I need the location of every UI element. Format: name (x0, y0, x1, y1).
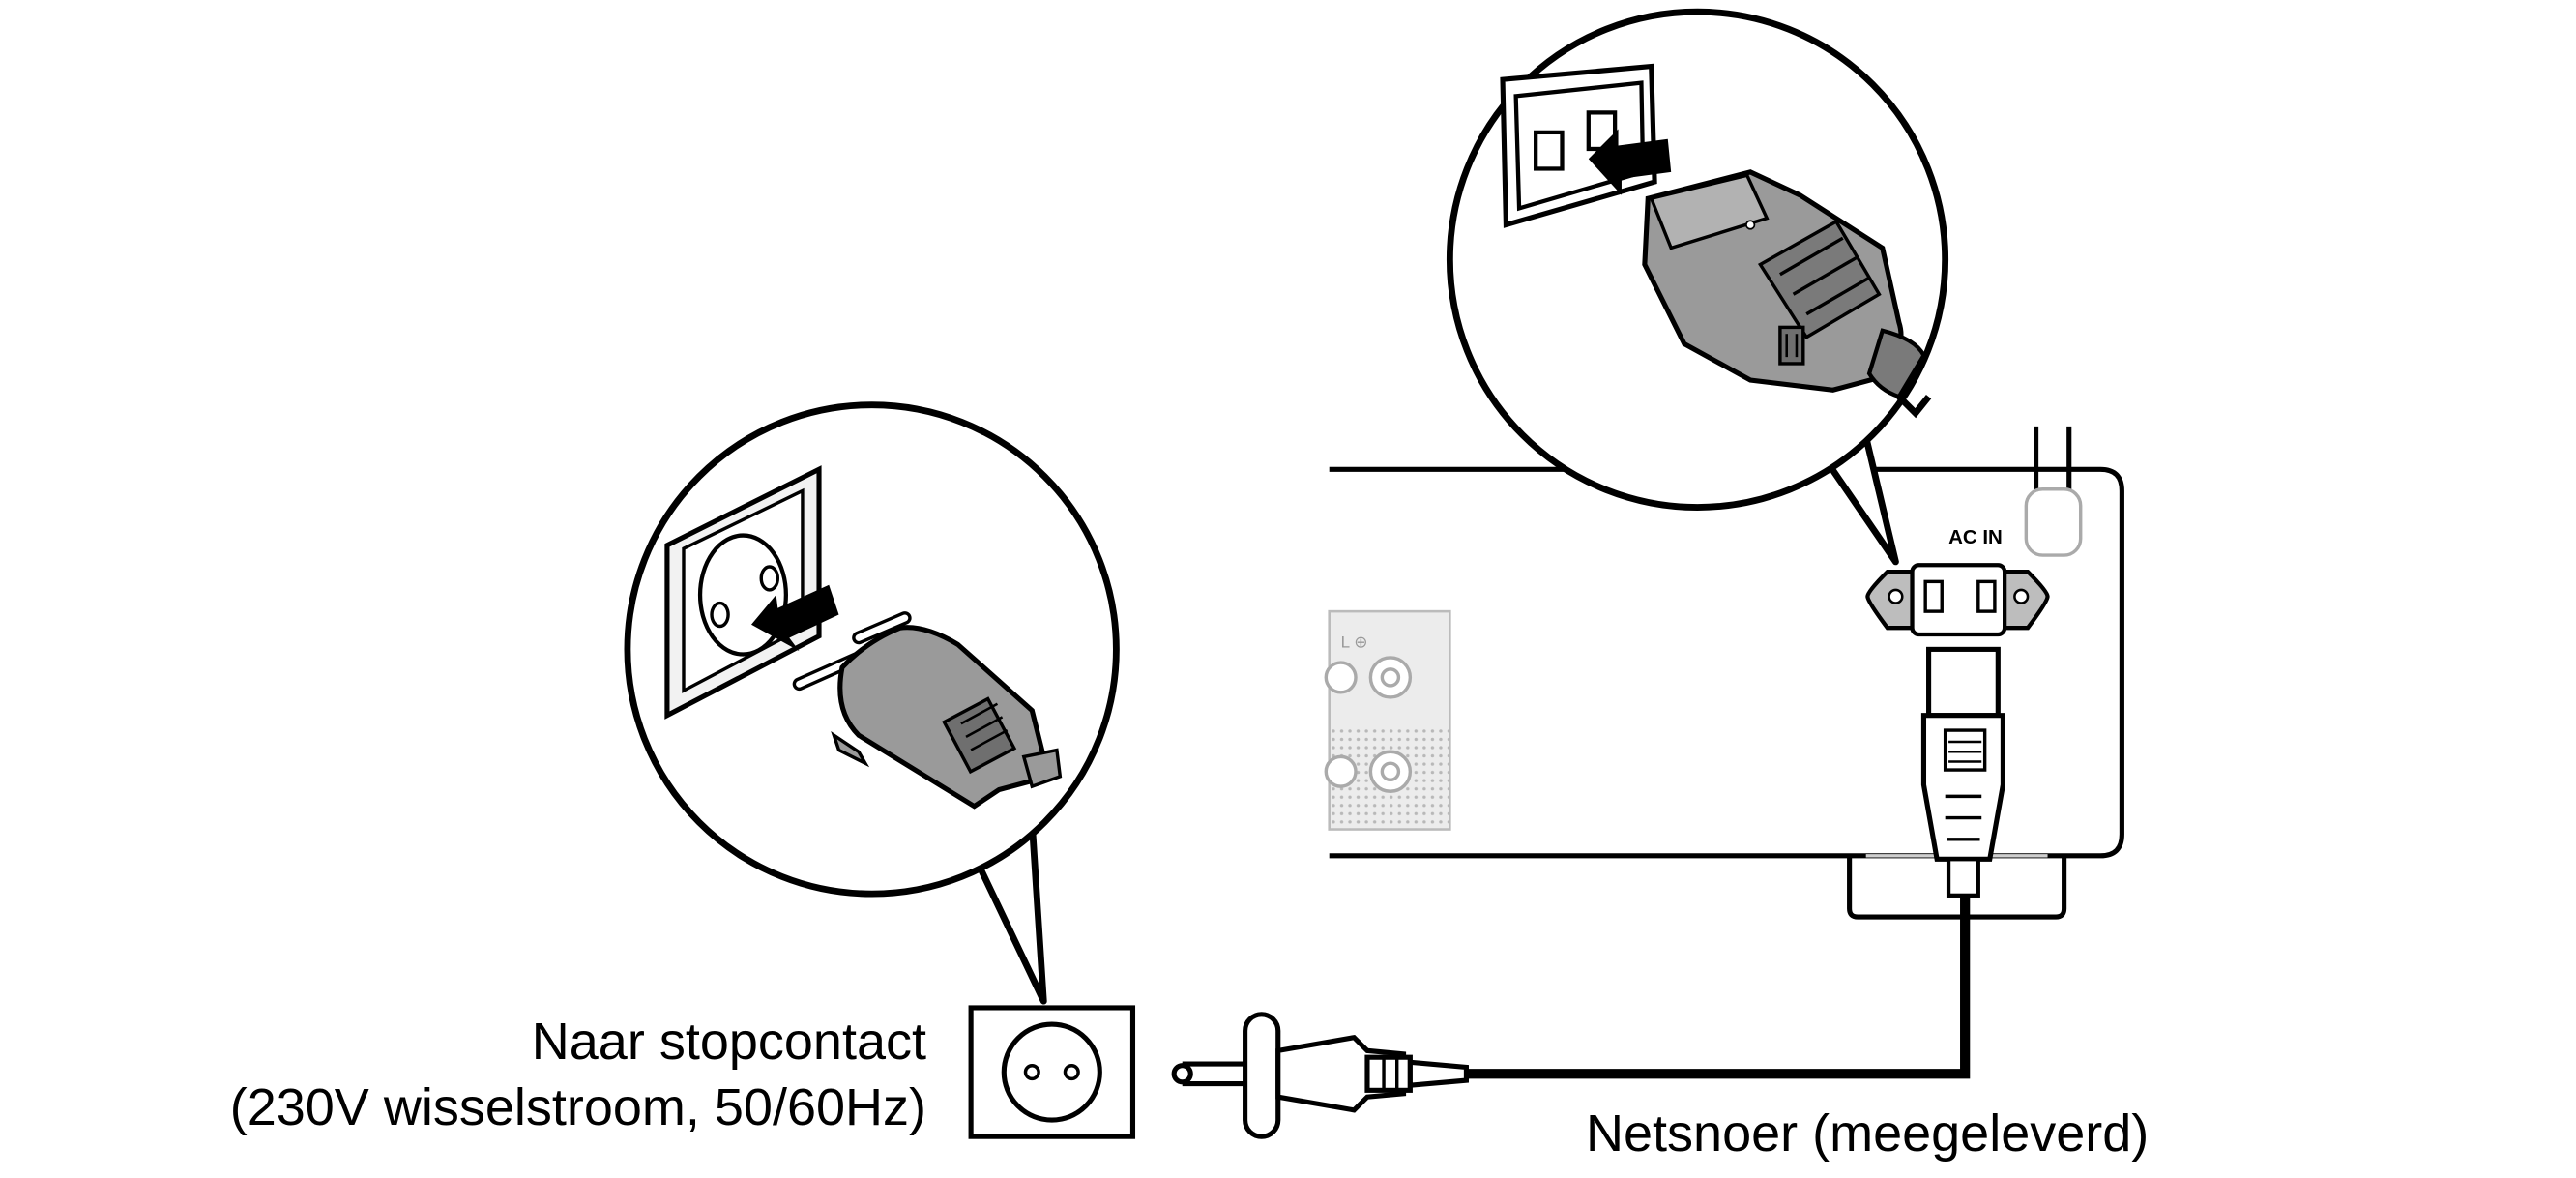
euro-plug-icon (1171, 1012, 1469, 1139)
ac-in-socket (1865, 563, 2050, 637)
iec-plug-inserted (1920, 646, 2005, 898)
speaker-terminals: L ⊕ (1324, 609, 1451, 831)
outlet-label-line1: Naar stopcontact (531, 1013, 926, 1071)
outlet-label-line2: (230V wisselstroom, 50/60Hz) (229, 1078, 926, 1136)
arrow-right-icon (751, 584, 839, 652)
ac-in-label: AC IN (1948, 526, 2003, 548)
callout-iec-connector (1446, 8, 1949, 566)
wall-outlet-icon (968, 1005, 1136, 1139)
speaker-terminal-mark: L ⊕ (1341, 633, 1368, 652)
antenna (2024, 426, 2083, 557)
power-cord-label: Netsnoer (meegeleverd) (1586, 1104, 2150, 1163)
callout-wall-socket (624, 401, 1120, 1005)
power-cord (1466, 895, 1971, 1079)
arrow-right-icon (1588, 129, 1672, 195)
